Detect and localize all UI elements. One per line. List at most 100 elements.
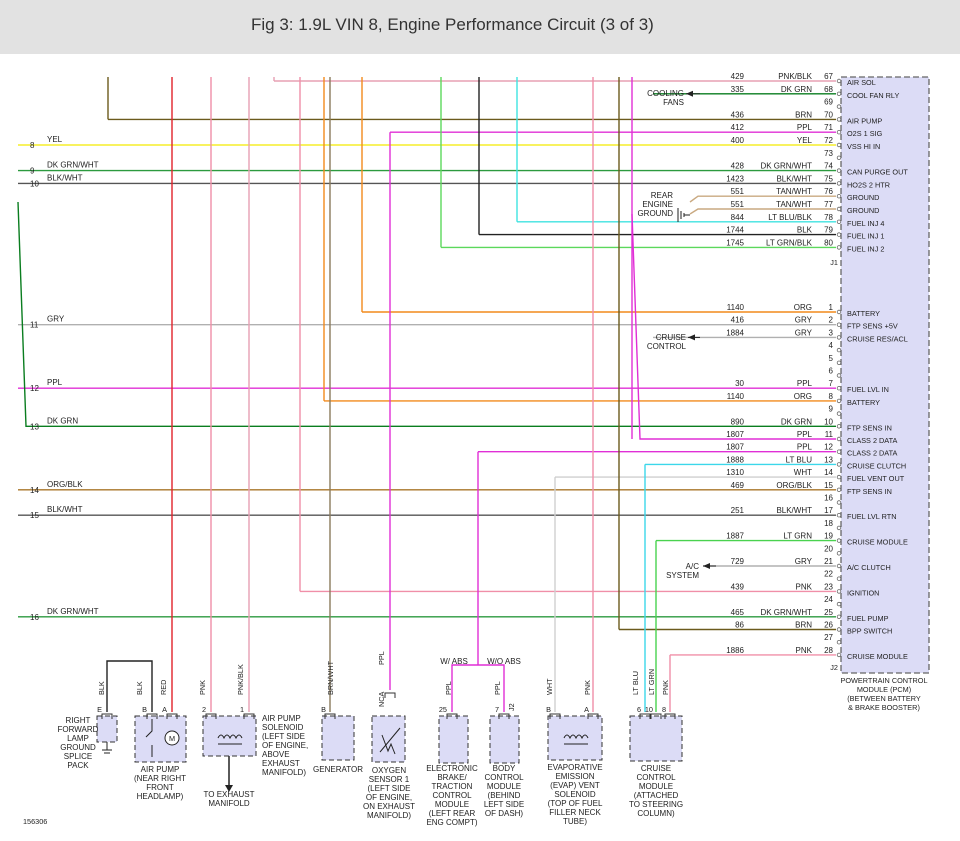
- air-pump-label: HEADLAMP): [137, 792, 184, 801]
- solenoid-label: ABOVE: [262, 750, 290, 759]
- pcm-pin-number: 15: [824, 481, 833, 490]
- bcm-label: OF DASH): [485, 809, 524, 818]
- wire-color-label: BLK/WHT: [776, 506, 812, 515]
- abs-label: W/ ABS: [440, 657, 468, 666]
- air-pump-solenoid-box: [202, 715, 257, 757]
- pcm-pin-function: BATTERY: [847, 309, 880, 318]
- wire-color-label: PNK/BLK: [778, 72, 812, 81]
- evap-pin-a: [587, 713, 599, 719]
- air-pump-label: FRONT: [146, 783, 174, 792]
- pcm-pin-function: CRUISE RES/ACL: [847, 334, 908, 343]
- pcm-pin-17: [836, 513, 842, 518]
- cooling-fans-label: COOLING: [647, 89, 684, 98]
- splice-pack-box: [96, 715, 118, 743]
- wire-color-label: TAN/WHT: [776, 200, 812, 209]
- wire-number: 1888: [726, 455, 744, 464]
- solenoid-label: SOLENOID: [262, 723, 304, 732]
- offsheet-number: 9: [30, 167, 35, 176]
- pcm-pin-function: FUEL INJ 4: [847, 219, 884, 228]
- cruise-ltgrn-label: LT GRN: [647, 669, 656, 695]
- pcm-pin-number: 7: [829, 379, 834, 388]
- wire-number: 1744: [726, 226, 744, 235]
- pcm-pin-number: 80: [824, 238, 833, 247]
- wire-color-label: LT GRN: [783, 532, 812, 541]
- wire-number: 465: [731, 608, 745, 617]
- evap-label: (TOP OF FUEL: [548, 799, 603, 808]
- air-pump-label: AIR PUMP: [141, 765, 180, 774]
- wire-color-label: BRN: [795, 621, 812, 630]
- pcm-pin-number: 68: [824, 85, 833, 94]
- ebtcm-pin-label: 25: [439, 705, 447, 714]
- pcm-pin-number: 75: [824, 174, 833, 183]
- splice-label: RIGHT: [66, 716, 91, 725]
- splice-wire-label: BLK: [97, 681, 106, 695]
- rear-ground-label: GROUND: [637, 209, 673, 218]
- component-layer: [96, 76, 930, 792]
- pcm-pin-function: CAN PURGE OUT: [847, 168, 908, 177]
- ebtcm-pin: [446, 713, 458, 719]
- cruise-ltblu-label: LT BLU: [631, 671, 640, 695]
- wire-number: 1140: [727, 392, 745, 401]
- evap-label: SOLENOID: [554, 790, 596, 799]
- pcm-pin-function: AIR PUMP: [847, 116, 882, 125]
- evap-label: EMISSION: [555, 772, 594, 781]
- pcm-pin-function: VSS HI IN: [847, 142, 880, 151]
- offsheet-color-label: ORG/BLK: [47, 480, 83, 489]
- wire-color-label: BRN: [795, 110, 812, 119]
- pcm-pin-79: [836, 232, 842, 237]
- pcm-pin-20: [836, 551, 842, 556]
- cruise-pin-10-label: 10: [645, 705, 653, 714]
- pcm-pin-function: BATTERY: [847, 398, 880, 407]
- pcm-pin-number: 76: [824, 187, 833, 196]
- wire-color-label: PPL: [797, 379, 813, 388]
- rear-ground-label: REAR: [651, 191, 673, 200]
- pcm-pin-number: 6: [829, 367, 834, 376]
- wire-blk-splice: [106, 660, 153, 712]
- pcm-pin-number: 14: [824, 468, 833, 477]
- pcm-label: & BRAKE BOOSTER): [848, 703, 920, 712]
- cruise-module-label: COLUMN): [637, 809, 675, 818]
- solenoid-pin-1-label: 1: [240, 705, 244, 714]
- pcm-pin-function: CLASS 2 DATA: [847, 449, 898, 458]
- cruise-module-label: (ATTACHED: [634, 791, 679, 800]
- pcm-pin-number: 13: [824, 455, 833, 464]
- pcm-pin-22: [836, 576, 842, 581]
- pcm-label: (BETWEEN BATTERY: [847, 694, 921, 703]
- evap-wht-label: WHT: [545, 678, 554, 695]
- pcm-pin-67: [836, 78, 842, 84]
- pcm-pin-number: 25: [824, 608, 833, 617]
- pcm-pin-number: 3: [829, 328, 834, 337]
- pcm-pin-23: [836, 589, 842, 594]
- pcm-pin-function: FUEL PUMP: [847, 614, 889, 623]
- splice-label: SPLICE: [64, 752, 92, 761]
- pcm-pin-3: [836, 335, 842, 340]
- wire-number: 429: [731, 72, 745, 81]
- pcm-pin-number: 79: [824, 226, 833, 235]
- wire-bcm: [478, 664, 505, 712]
- cruise-module-label: TO STEERING: [629, 800, 683, 809]
- pcm-pin-74: [836, 168, 842, 173]
- wire-color-label: DK GRN/WHT: [760, 608, 812, 617]
- bcm-box: [489, 715, 520, 764]
- evap-solenoid-box: [547, 715, 603, 761]
- offsheet-color-label: BLK/WHT: [47, 505, 83, 514]
- figure-id: 156306: [23, 817, 47, 826]
- wire-number: 1807: [726, 430, 744, 439]
- pcm-pin-77: [836, 206, 842, 212]
- ac-system-label: A/C: [686, 562, 700, 571]
- pcm-pin-number: 67: [824, 72, 833, 81]
- solenoid-label: OF ENGINE,: [262, 741, 308, 750]
- pcm-pin-4: [836, 347, 842, 353]
- pcm-label: MODULE (PCM): [857, 685, 911, 694]
- pcm-pin-27: [836, 640, 842, 645]
- o2-sensor-label: MANIFOLD): [367, 811, 411, 820]
- pcm-pin-function: HO2S 2 HTR: [847, 180, 890, 189]
- exhaust-arrow-head: [225, 785, 233, 792]
- o2-sensor-icon: [379, 727, 401, 755]
- solenoid-label: MANIFOLD): [262, 768, 306, 777]
- wire-pin-10: [17, 201, 836, 427]
- cruise-module-label: CONTROL: [636, 773, 676, 782]
- cruise-pin-8-label: 8: [662, 705, 666, 714]
- bcm-pin-label: 7: [495, 705, 499, 714]
- pcm-pin-number: 1: [829, 303, 834, 312]
